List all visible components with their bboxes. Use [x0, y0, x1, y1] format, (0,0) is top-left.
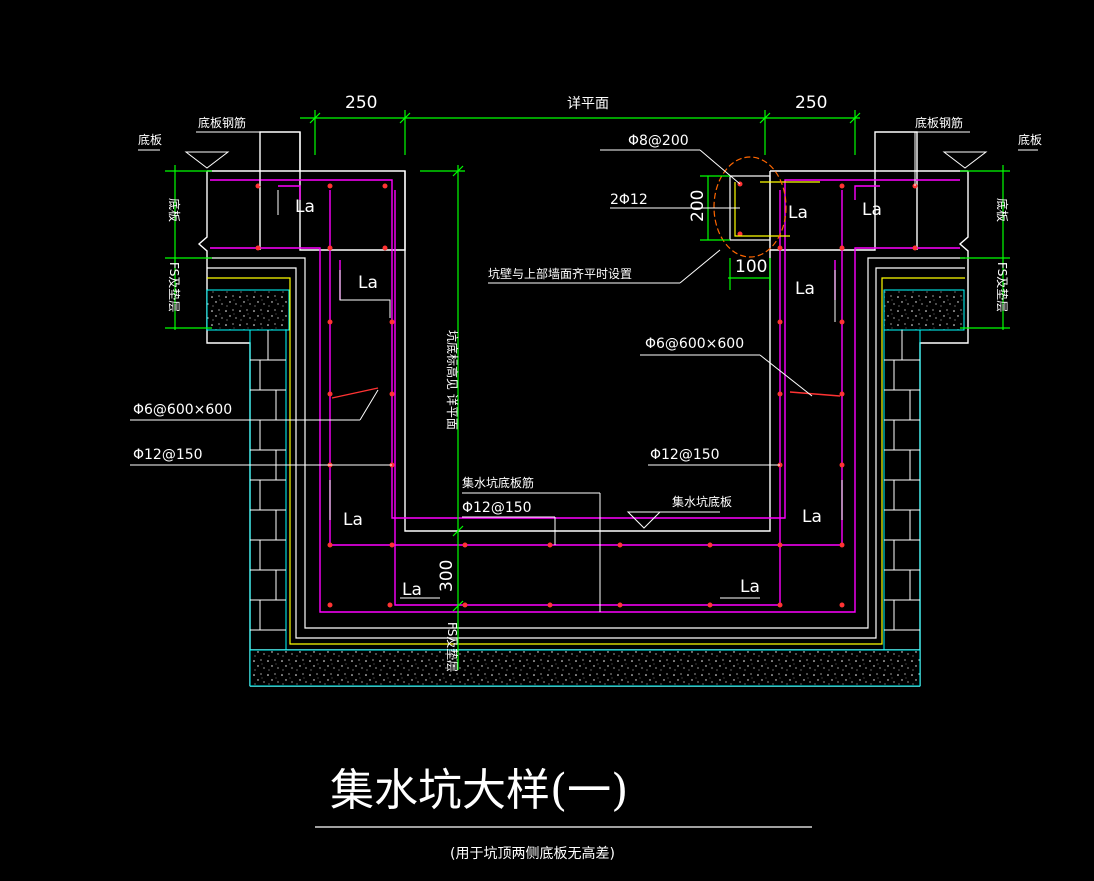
right-cushion: [883, 289, 965, 331]
top-right-edge: [770, 131, 918, 250]
right-masonry: [883, 329, 921, 651]
label-left-tie: Φ6@600×600: [133, 402, 232, 418]
label-pit-bottom-rebar-spec: Φ12@150: [462, 500, 532, 516]
label-right-bar: Φ12@150: [650, 447, 720, 463]
label-pit-bottom-rebar: 集水坑底板筋: [462, 475, 534, 490]
label-wall-note: 坑壁与上部墙面齐平时设置: [488, 266, 632, 281]
dim-right-offset: 250: [795, 93, 827, 113]
tie-hooks: [331, 387, 841, 399]
pit-cavity-left: [404, 171, 771, 532]
la-label: La: [862, 200, 882, 220]
label-left-side-slab: 底板: [167, 198, 182, 222]
label-pit-bottom-level: 集水坑底板: [672, 494, 732, 509]
la-arrows: [277, 190, 843, 599]
label-bottom-fs: FS及垫层: [445, 622, 460, 672]
pit-inner-outline: [299, 132, 406, 251]
top-left-edge: [207, 131, 301, 250]
label-right-tie: Φ6@600×600: [645, 336, 744, 352]
label-left-bar: Φ12@150: [133, 447, 203, 463]
label-right-side-slab: 底板: [995, 198, 1010, 222]
label-top-right-slab: 底板: [1018, 132, 1042, 147]
dim-pit-depth: 坑底标高见 详平面: [445, 330, 460, 430]
label-stirrup: Φ8@200: [628, 133, 689, 149]
la-label: La: [740, 577, 760, 597]
la-label: La: [295, 197, 315, 217]
right-wall-inner: [770, 171, 876, 251]
dim-stirrup-height: 200: [688, 190, 708, 222]
la-label: La: [402, 580, 422, 600]
rebar-points: [255, 181, 918, 608]
left-cushion: [206, 289, 290, 331]
dimension-lines: [165, 110, 1010, 670]
rebar-lines: [210, 179, 960, 613]
left-masonry: [249, 329, 287, 651]
la-label: La: [788, 203, 808, 223]
label-top-right-slab-rebar: 底板钢筋: [915, 115, 963, 130]
la-label: La: [343, 510, 363, 530]
dim-bottom-slab: 300: [437, 560, 457, 592]
la-label: La: [802, 507, 822, 527]
drawing-subtitle: (用于坑顶两侧底板无高差): [450, 845, 615, 862]
dim-stirrup-width: 100: [735, 257, 767, 277]
label-top-left-slab: 底板: [138, 132, 162, 147]
label-right-side-fs: FS及垫层: [995, 262, 1010, 312]
drawing-title: 集水坑大样(一): [330, 765, 628, 816]
label-left-side-fs: FS及垫层: [167, 262, 182, 312]
waterproof-layers: [207, 257, 965, 645]
label-top-left-slab-rebar: 底板钢筋: [198, 115, 246, 130]
label-stirrup-bars: 2Φ12: [610, 192, 648, 208]
base-cushion: [249, 649, 921, 687]
la-label: La: [795, 279, 815, 299]
dim-middle: 详平面: [567, 96, 609, 112]
leader-lines: [130, 131, 1038, 612]
dim-left-offset: 250: [345, 93, 377, 113]
la-label: La: [358, 273, 378, 293]
